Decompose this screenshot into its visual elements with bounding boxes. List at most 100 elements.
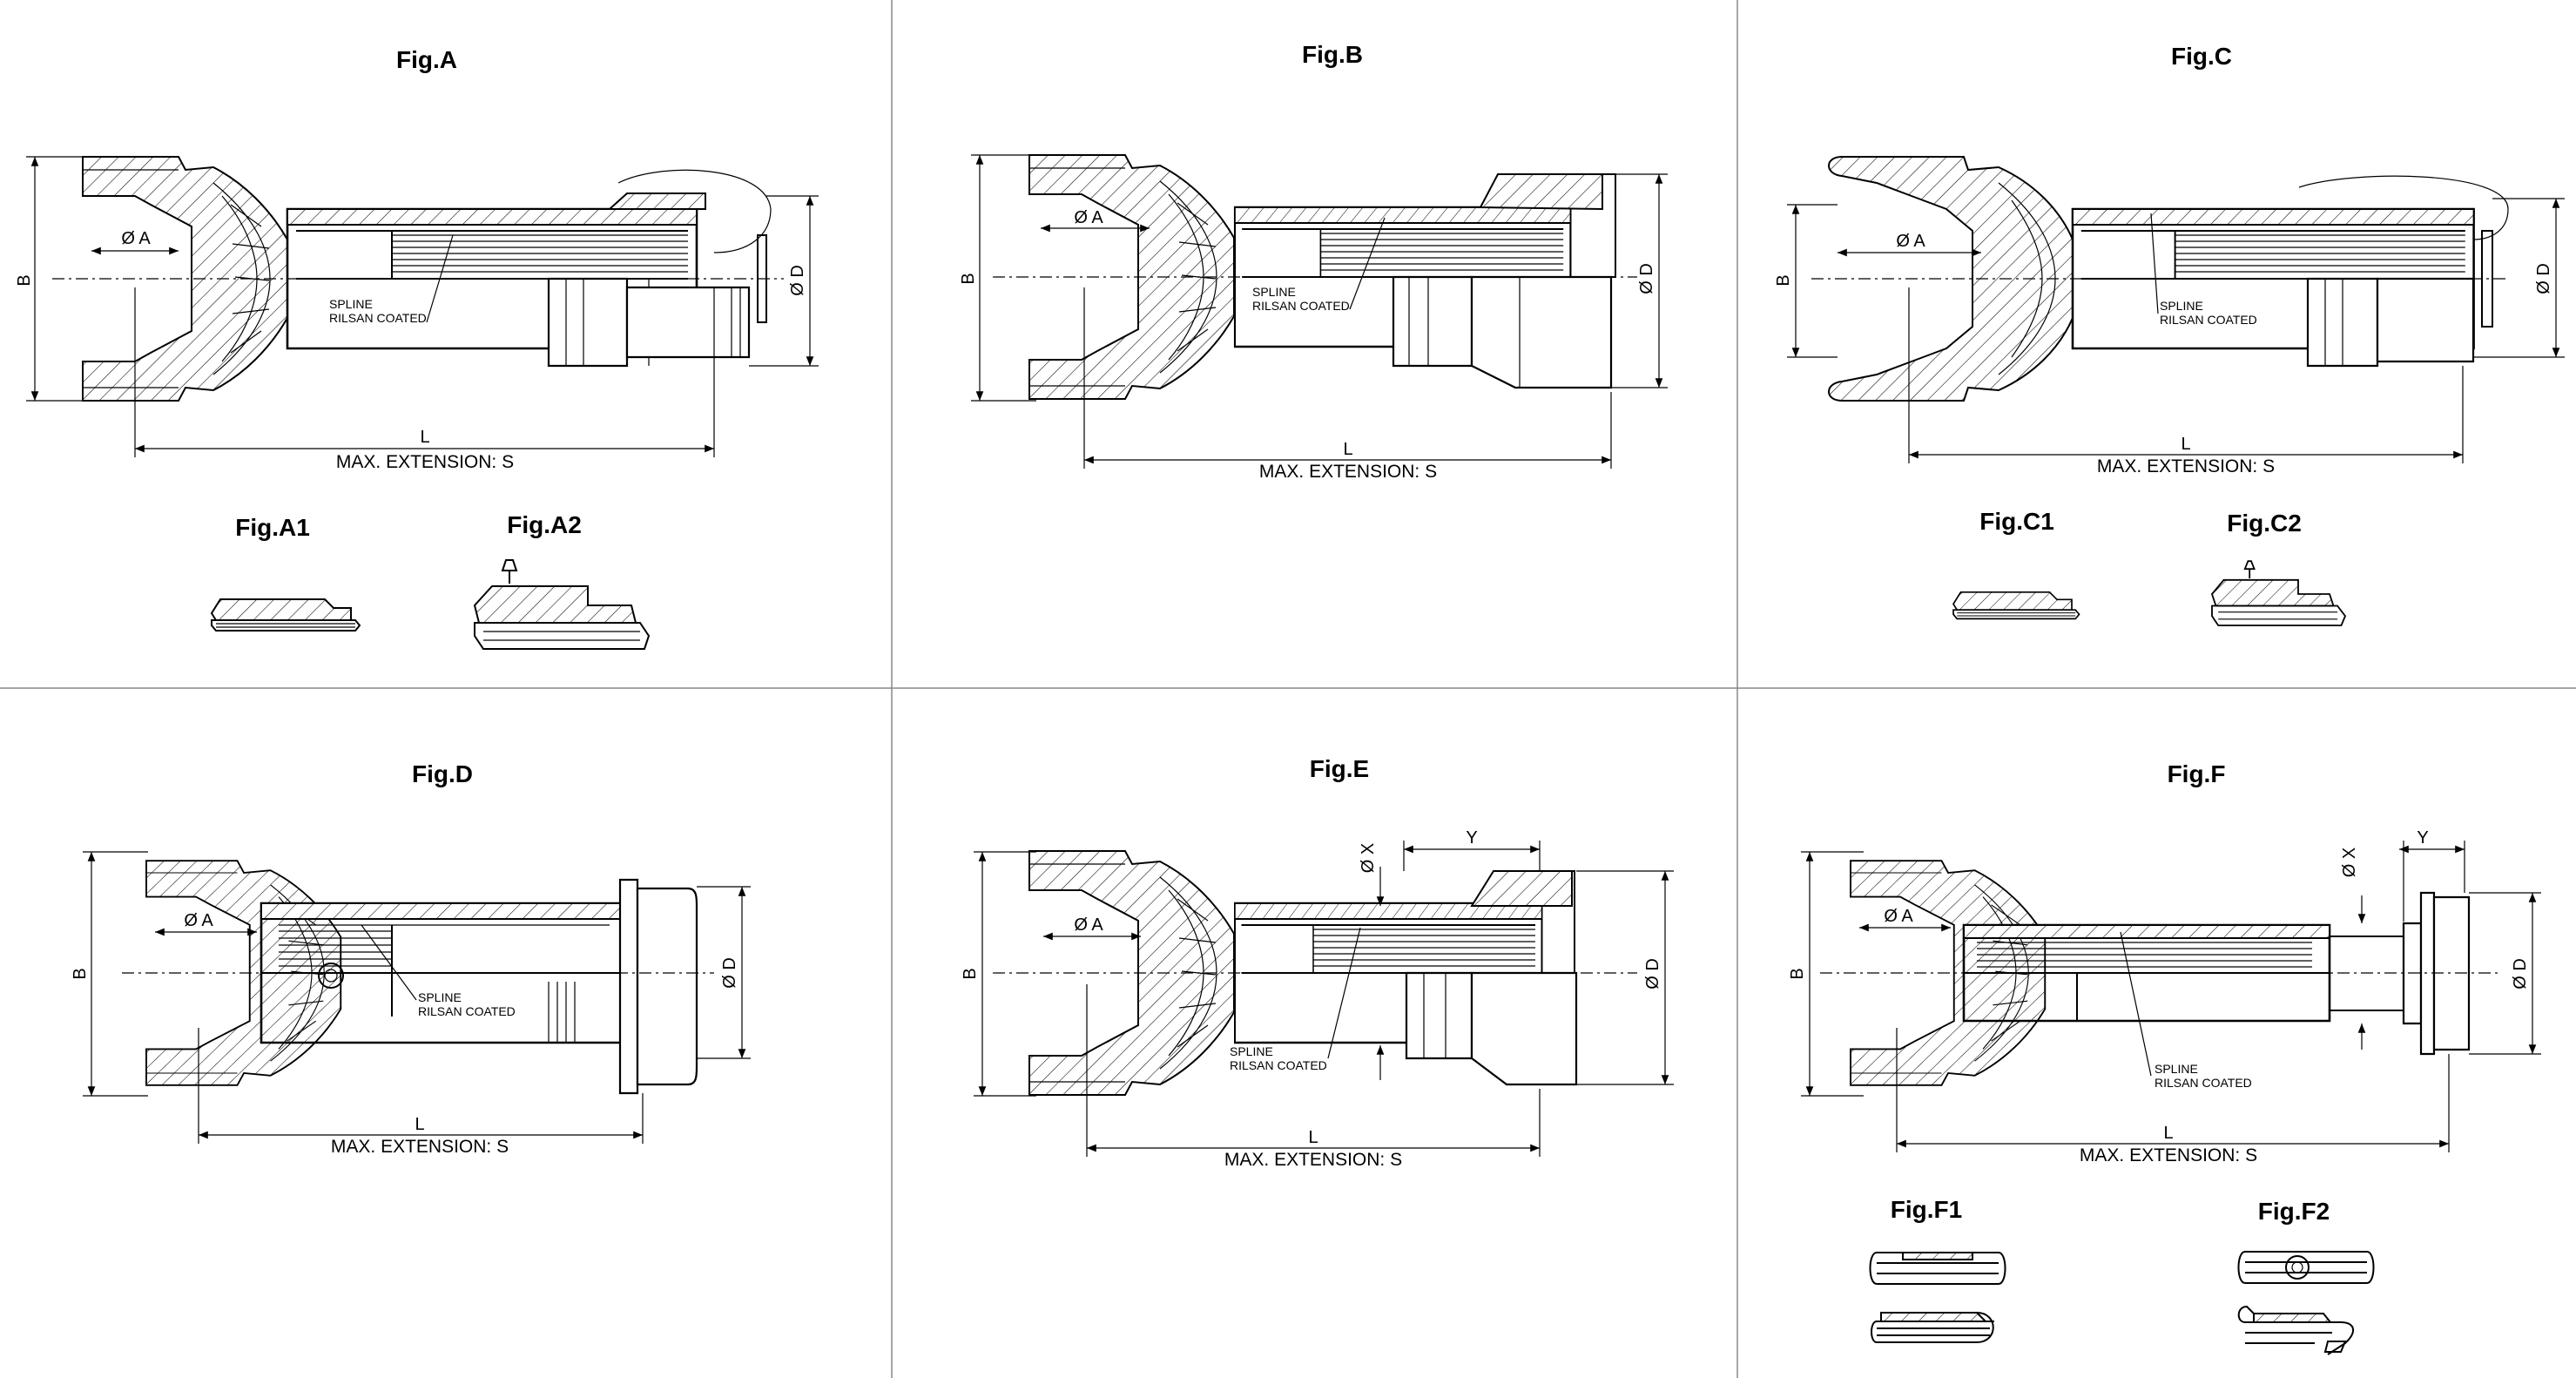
figure-b: Fig.B B Ø A Ø D L M [959, 41, 1668, 482]
svg-text:Ø D: Ø D [2534, 263, 2553, 294]
dimension-d: Ø D [1611, 173, 1668, 388]
yoke-drawing [1028, 850, 1235, 1096]
svg-text:RILSAN COATED: RILSAN COATED [329, 311, 427, 325]
figure-a1: Fig.A1 [211, 514, 361, 632]
dimension-l: L MAX. EXTENSION: S [1086, 984, 1541, 1170]
dimension-l: L MAX. EXTENSION: S [1083, 287, 1612, 482]
dimension-l: L MAX. EXTENSION: S [134, 287, 715, 472]
flange-drawing [618, 878, 698, 1095]
svg-text:L: L [2181, 435, 2190, 454]
svg-text:Ø D: Ø D [1637, 263, 1656, 294]
svg-text:Fig.C: Fig.C [2171, 43, 2232, 70]
svg-text:Ø D: Ø D [788, 265, 807, 296]
dimension-x: Ø X [1359, 843, 1385, 1080]
svg-text:SPLINE: SPLINE [1252, 285, 1296, 299]
svg-text:Fig.F2: Fig.F2 [2258, 1198, 2330, 1225]
svg-text:Fig.B: Fig.B [1302, 41, 1363, 68]
svg-text:L: L [420, 428, 429, 447]
dimension-d: Ø D [2469, 892, 2541, 1055]
svg-text:Ø A: Ø A [1884, 907, 1913, 926]
svg-text:Fig.F: Fig.F [2168, 760, 2226, 787]
figure-c: Fig.C B Ø A Ø D [1774, 43, 2565, 476]
yoke-drawing [1028, 154, 1235, 400]
svg-text:Fig.A1: Fig.A1 [235, 514, 310, 541]
dimension-a: Ø A [1838, 232, 1981, 257]
dimension-a: Ø A [1043, 915, 1141, 941]
spline-callout: SPLINE RILSAN COATED [2150, 213, 2257, 327]
svg-text:Ø D: Ø D [1643, 958, 1662, 990]
svg-text:Y: Y [1466, 828, 1477, 848]
spline-callout: SPLINE RILSAN COATED [1230, 927, 1361, 1072]
svg-text:RILSAN COATED: RILSAN COATED [2155, 1076, 2252, 1090]
svg-text:RILSAN COATED: RILSAN COATED [1230, 1058, 1327, 1072]
svg-text:B: B [1774, 274, 1793, 286]
svg-text:Ø A: Ø A [184, 911, 213, 930]
dimension-a: Ø A [155, 911, 257, 936]
svg-text:L: L [1308, 1128, 1318, 1147]
dimension-b: B [1788, 851, 1864, 1097]
svg-text:RILSAN COATED: RILSAN COATED [418, 1004, 516, 1018]
svg-text:Fig.D: Fig.D [412, 760, 473, 787]
svg-text:SPLINE: SPLINE [418, 990, 462, 1004]
figure-f1: Fig.F1 [1869, 1196, 2006, 1343]
svg-text:RILSAN COATED: RILSAN COATED [1252, 299, 1350, 313]
figure-f2: Fig.F2 [2237, 1198, 2375, 1355]
figure-a2: Fig.A2 [473, 511, 651, 650]
svg-text:B: B [959, 273, 978, 284]
figure-title: Fig.A [396, 46, 457, 73]
housing-drawing [1405, 870, 1578, 1086]
svg-text:Ø X: Ø X [2340, 848, 2359, 877]
dimension-l: L MAX. EXTENSION: S [1908, 287, 2464, 476]
dimension-b: B [15, 156, 87, 402]
dimension-l: L MAX. EXTENSION: S [1896, 1028, 2450, 1165]
svg-text:B: B [71, 968, 90, 979]
figure-a: Fig.A B Ø A Ø D L [15, 46, 819, 472]
svg-text:Fig.C1: Fig.C1 [1979, 508, 2054, 535]
svg-text:Ø A: Ø A [1074, 208, 1103, 227]
svg-text:Ø D: Ø D [2511, 958, 2530, 990]
dimension-x: Ø X [2340, 848, 2366, 1050]
dimension-y: Y [1403, 828, 1541, 871]
tube-drawing [2330, 891, 2471, 1056]
svg-text:MAX. EXTENSION: S: MAX. EXTENSION: S [1259, 462, 1437, 482]
svg-text:Fig.E: Fig.E [1310, 755, 1369, 782]
svg-text:MAX. EXTENSION: S: MAX. EXTENSION: S [2097, 456, 2275, 476]
svg-text:Fig.F1: Fig.F1 [1891, 1196, 1962, 1223]
svg-text:Ø A: Ø A [1896, 232, 1925, 251]
figure-c1: Fig.C1 [1952, 508, 2080, 620]
spline-callout: SPLINE RILSAN COATED [329, 234, 454, 325]
shaft-drawing [1962, 923, 2331, 1023]
svg-text:MAX. EXTENSION: S: MAX. EXTENSION: S [1224, 1150, 1402, 1170]
svg-text:Ø A: Ø A [1074, 915, 1103, 935]
svg-text:Ø X: Ø X [1359, 843, 1378, 873]
dimension-b: B [1774, 204, 1838, 358]
svg-text:B: B [1788, 968, 1807, 979]
dimension-b: B [961, 851, 1036, 1097]
dimension-l: L MAX. EXTENSION: S [198, 1028, 644, 1157]
svg-text:SPLINE: SPLINE [329, 297, 373, 311]
figure-e: Fig.E B Ø A Ø X Y [961, 755, 1674, 1170]
svg-text:SPLINE: SPLINE [2155, 1062, 2198, 1076]
spline-callout: SPLINE RILSAN COATED [361, 924, 516, 1018]
dimension-a: Ø A [91, 229, 179, 255]
spline-callout: SPLINE RILSAN COATED [2120, 931, 2252, 1090]
figure-f: Fig.F B Ø A Ø X [1788, 760, 2541, 1165]
figure-c2: Fig.C2 [2210, 510, 2347, 626]
svg-text:MAX. EXTENSION: S: MAX. EXTENSION: S [331, 1137, 509, 1157]
svg-text:MAX. EXTENSION: S: MAX. EXTENSION: S [336, 452, 514, 472]
svg-text:RILSAN COATED: RILSAN COATED [2160, 313, 2257, 327]
svg-text:Ø D: Ø D [720, 957, 739, 989]
dimension-y: Y [2399, 828, 2465, 922]
svg-text:B: B [961, 968, 980, 979]
svg-text:Ø A: Ø A [121, 229, 151, 248]
svg-text:Fig.C2: Fig.C2 [2227, 510, 2302, 537]
dimension-b: B [71, 851, 148, 1097]
yoke-drawing [82, 156, 288, 402]
figure-d: Fig.D B Ø A Ø D [71, 760, 751, 1157]
housing-drawing [547, 169, 772, 368]
svg-text:L: L [2163, 1124, 2173, 1143]
dimension-d: Ø D [697, 886, 751, 1059]
dimension-d: Ø D [2473, 198, 2565, 358]
